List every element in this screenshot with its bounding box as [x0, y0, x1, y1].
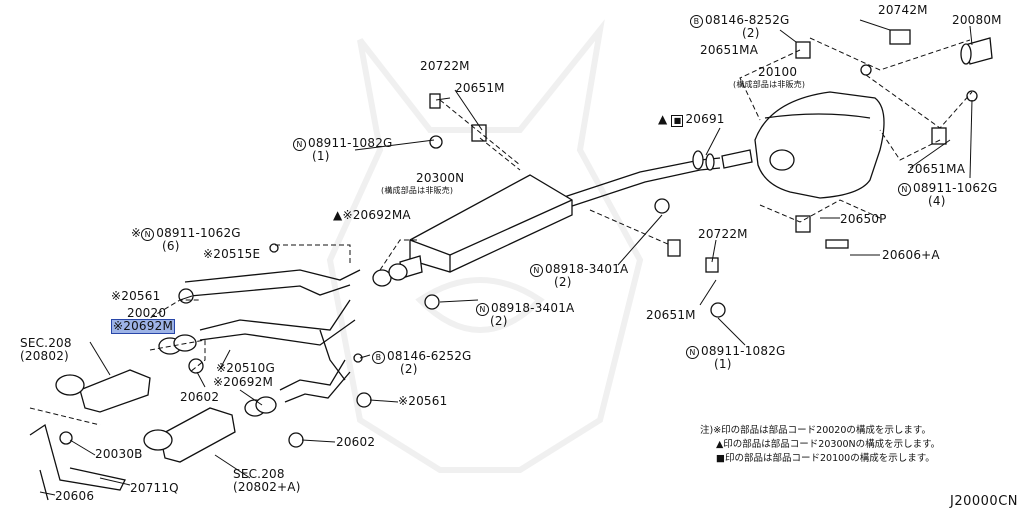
label-20510G: ※20510G: [216, 361, 275, 375]
catalytic-converter-lower: [143, 407, 236, 463]
b-symbol-icon: B: [690, 15, 703, 28]
label-20692MA: ▲※20692MA: [333, 208, 411, 222]
label-20651MA-top: 20651MA: [700, 43, 759, 57]
b-symbol-icon: B: [372, 351, 385, 364]
label-20711Q: 20711Q: [130, 481, 179, 495]
label-sec208-b-sub: (20802+A): [233, 480, 301, 494]
label-08911-1062G-right-qty: (4): [928, 194, 946, 208]
label-20651M-mid: 20651M: [646, 308, 696, 322]
label-20651MA-right: 20651MA: [907, 162, 966, 176]
label-08911-1062G-mid-qty: (6): [162, 239, 180, 253]
note-line-1: 注)※印の部品は部品コード20020の構成を示します。: [700, 425, 931, 436]
label-08146-8252G-qty: (2): [742, 26, 760, 40]
label-20300N-note: (構成部品は非販売): [381, 186, 454, 195]
label-20692M-lower: ※20692M: [213, 375, 273, 389]
n-symbol-icon: N: [530, 264, 543, 277]
label-20602-b: 20602: [336, 435, 376, 449]
n-symbol-icon: N: [293, 138, 306, 151]
leader-lines: [29, 37, 973, 426]
label-20100: 20100: [758, 65, 798, 79]
catalytic-converter-upper: [55, 369, 151, 413]
hangers-and-fasteners: [59, 29, 978, 448]
note-line-2: ▲印の部品は部品コード20300Nの構成を示します。: [716, 439, 941, 450]
label-20606A: 20606+A: [882, 248, 940, 262]
label-20692M-highlighted: ※20692M: [111, 319, 175, 334]
label-20602-a: 20602: [180, 390, 220, 404]
label-20651M-top: 20651M: [455, 81, 505, 95]
label-20100-note: (構成部品は非販売): [733, 80, 806, 89]
label-08918-3401A-b-qty: (2): [490, 314, 508, 328]
label-20722M-mid: 20722M: [698, 227, 748, 241]
n-symbol-icon: N: [141, 228, 155, 241]
label-20561-top: ※20561: [111, 289, 161, 303]
label-20606: 20606: [55, 489, 95, 503]
tail-pipe: [960, 37, 993, 65]
label-08911-1082G-bottom-qty: (1): [714, 357, 732, 371]
label-20080M: 20080M: [952, 13, 1002, 27]
watermark-emblem: [326, 19, 644, 473]
main-muffler: [754, 91, 885, 199]
label-sec208-b: SEC.208: [233, 467, 285, 481]
triangle-icon: ▲: [658, 112, 668, 126]
n-symbol-icon: N: [476, 303, 489, 316]
note-line-3: ■印の部品は部品コード20100の構成を示します。: [716, 453, 935, 464]
label-20300N: 20300N: [416, 171, 465, 185]
center-pipe: [554, 149, 753, 211]
n-symbol-icon: N: [898, 183, 911, 196]
label-20030B: 20030B: [95, 447, 143, 461]
label-sec208-a: SEC.208: [20, 336, 72, 350]
label-08911-1082G-left-qty: (1): [312, 149, 330, 163]
n-symbol-icon: N: [686, 346, 699, 359]
lower-bracket: [29, 423, 126, 501]
label-sec208-a-sub: (20802): [20, 349, 69, 363]
square-icon: ■: [671, 115, 684, 127]
front-tube: [184, 269, 361, 403]
diagram-code: J20000CN: [950, 494, 1018, 509]
label-20650P: 20650P: [840, 212, 887, 226]
label-20722M-top: 20722M: [420, 59, 470, 73]
label-20020: 20020: [127, 306, 167, 320]
label-20742M: 20742M: [878, 3, 928, 17]
label-20561-lower: ※20561: [398, 394, 448, 408]
label-08918-3401A-a-qty: (2): [554, 275, 572, 289]
callout-lines: [39, 19, 973, 496]
label-20515E: ※20515E: [203, 247, 261, 261]
label-20691: ▲ ■20691: [658, 112, 725, 127]
label-08146-6252G-qty: (2): [400, 362, 418, 376]
